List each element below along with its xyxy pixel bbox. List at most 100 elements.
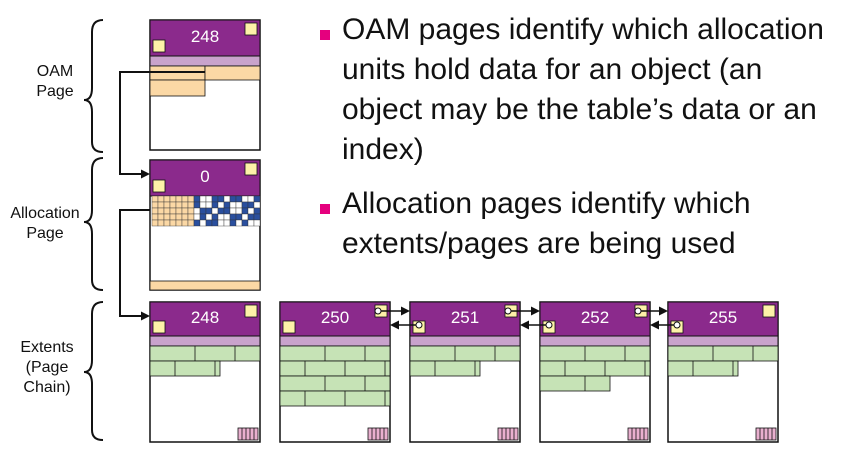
oam-brace [83,19,104,153]
bitmap-cell [253,213,261,221]
bitmap-cell [229,213,237,221]
bitmap-cell [187,201,195,209]
bitmap-cell [205,207,213,215]
bitmap-cell [151,201,159,209]
extents-brace [83,301,104,441]
bitmap-cell [157,213,165,221]
bitmap-cell [151,207,159,215]
bitmap-cell [253,195,261,203]
bullet-oam-text: OAM pages identify which allocation unit… [342,13,824,166]
bullet-square-icon [320,204,330,214]
bitmap-cell [193,207,201,215]
bitmap-cell [187,219,195,227]
oam-to-allocation-arrow [119,71,205,179]
allocation-page-number: 0 [200,167,209,186]
bitmap-cell [247,201,255,209]
extents-label-line-1: Extents [20,339,73,356]
bullet-oam: OAM pages identify which allocation unit… [320,10,850,170]
bitmap-cell [181,219,189,227]
bitmap-cell [175,213,183,221]
bitmap-cell [163,195,171,203]
allocation-brace [83,157,104,291]
bitmap-cell [211,195,219,203]
extent-page-number: 255 [709,308,737,327]
bitmap-cell [253,219,261,227]
bitmap-cell [169,213,177,221]
bitmap-cell [211,213,219,221]
bitmap-cell [247,213,255,221]
oam-label-line-1: OAM [37,63,73,80]
bitmap-cell [163,219,171,227]
bitmap-cell [169,195,177,203]
bitmap-cell [181,201,189,209]
bitmap-cell [253,207,261,215]
bitmap-cell [223,195,231,203]
bitmap-cell [241,201,249,209]
bitmap-cell [157,201,165,209]
bullet-square-icon [320,30,330,40]
bitmap-cell [181,213,189,221]
bitmap-cell [157,195,165,203]
bitmap-cell [193,219,201,227]
bitmap-cell [229,207,237,215]
bitmap-cell [211,219,219,227]
bitmap-cell [163,207,171,215]
bitmap-cell [157,219,165,227]
bitmap-cell [193,201,201,209]
bitmap-cell [229,201,237,209]
bitmap-cell [235,207,243,215]
bitmap-cell [205,201,213,209]
allocation-label-line-2: Page [26,225,63,242]
extent-page-number: 250 [321,308,349,327]
extent-page: 255 [667,301,779,443]
bitmap-cell [181,207,189,215]
oam-page: 248 [149,19,261,151]
bitmap-cell [199,213,207,221]
bullet-allocation-text: Allocation pages identify which extents/… [342,187,751,260]
bitmap-cell [247,207,255,215]
bitmap-cell [217,195,225,203]
bitmap-cell [169,219,177,227]
bitmap-cell [223,219,231,227]
extent-page: 252 [539,301,651,443]
bitmap-cell [217,201,225,209]
allocation-label-line-1: Allocation [10,205,79,222]
bitmap-cell [205,219,213,227]
bitmap-cell [229,195,237,203]
bitmap-cell [211,201,219,209]
oam-page-number: 248 [191,27,219,46]
bitmap-cell [163,213,171,221]
bitmap-cell [151,195,159,203]
extents-label-line-3: Chain) [23,379,70,396]
bitmap-cell [241,207,249,215]
bitmap-cell [235,213,243,221]
bitmap-cell [193,213,201,221]
bitmap-cell [199,207,207,215]
bitmap-cell [187,207,195,215]
extent-page: 251 [409,301,521,443]
bitmap-cell [217,219,225,227]
oam-label-line-2: Page [36,83,73,100]
allocation-bitmap [151,195,261,227]
bitmap-cell [241,195,249,203]
bullet-list: OAM pages identify which allocation unit… [320,10,850,264]
bitmap-cell [205,213,213,221]
bitmap-cell [211,207,219,215]
bitmap-cell [163,201,171,209]
bitmap-cell [241,213,249,221]
bitmap-cell [175,201,183,209]
bitmap-cell [229,219,237,227]
bitmap-cell [241,219,249,227]
bitmap-cell [175,207,183,215]
bitmap-cell [235,195,243,203]
extent-page-number: 248 [191,308,219,327]
bitmap-cell [175,195,183,203]
bitmap-cell [253,201,261,209]
bitmap-cell [193,195,201,203]
bitmap-cell [169,201,177,209]
bitmap-cell [247,195,255,203]
bitmap-cell [205,195,213,203]
bitmap-cell [199,219,207,227]
bitmap-cell [181,195,189,203]
